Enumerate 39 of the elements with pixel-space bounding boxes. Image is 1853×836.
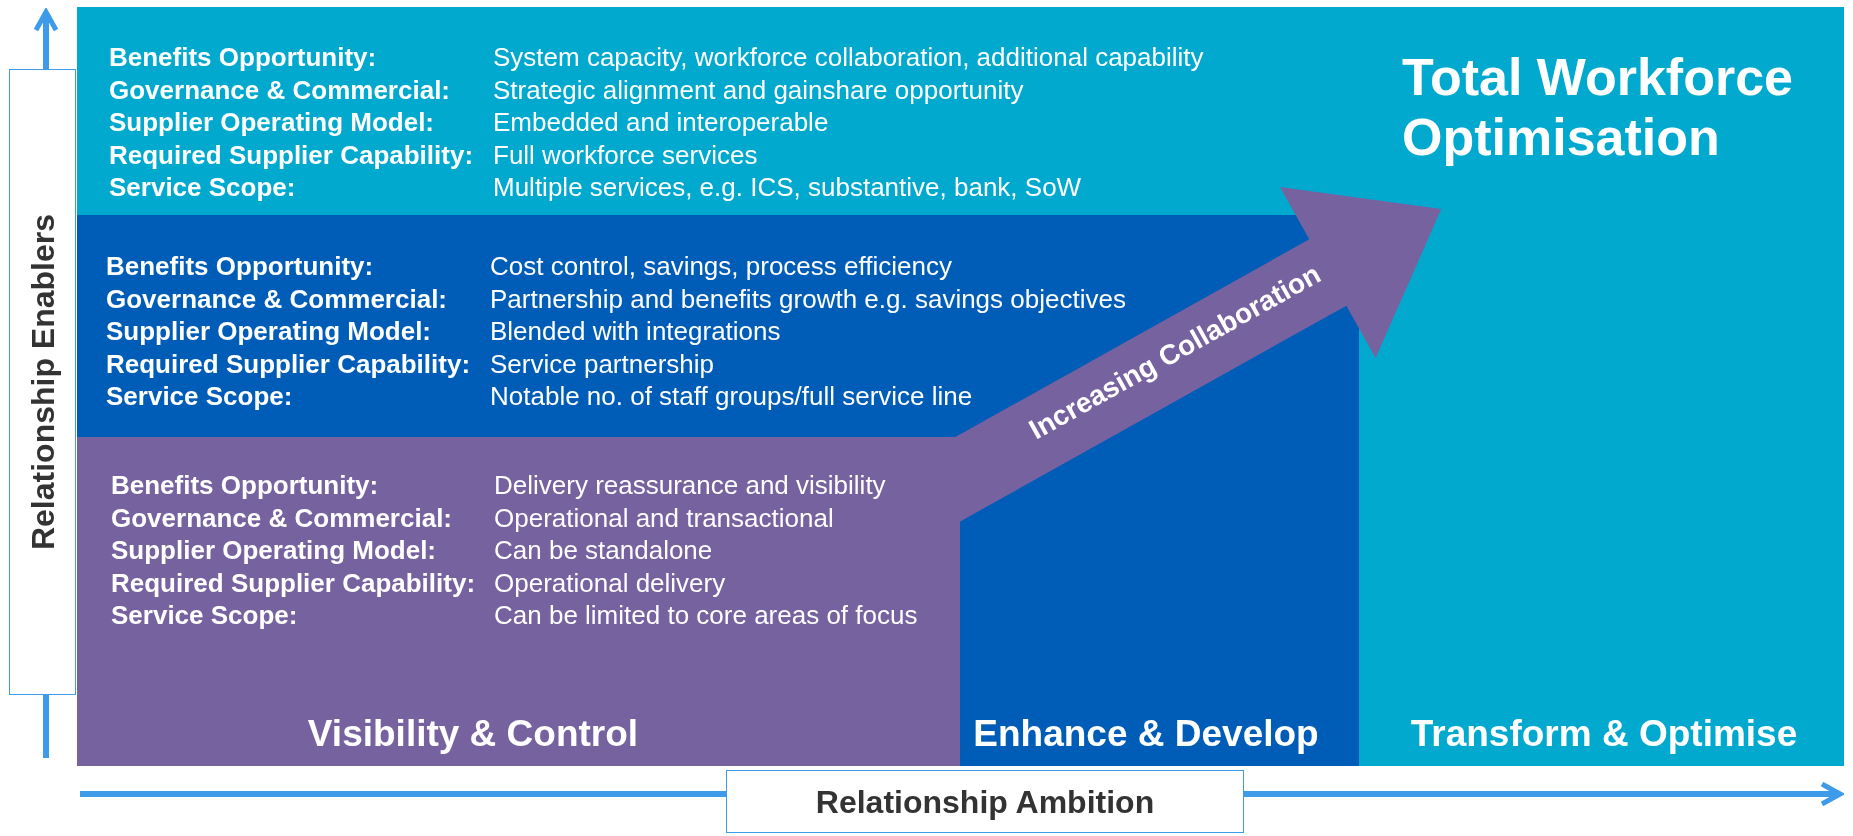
row-label: Service Scope:: [111, 600, 298, 630]
row-value: Operational and transactional: [494, 502, 834, 533]
row-label: Governance & Commercial:: [109, 74, 450, 105]
row-label: Benefits Opportunity:: [111, 470, 379, 500]
row-value: Multiple services, e.g. ICS, substantive, bank, SoW: [493, 172, 1082, 202]
row-label: Required Supplier Capability:: [111, 567, 476, 598]
row-label: Service Scope:: [109, 172, 296, 202]
row-value: Blended with integrations: [490, 316, 781, 346]
row-value: Strategic alignment and gainshare opportunity: [493, 74, 1024, 105]
heading: Total Workforce Optimisation: [1402, 47, 1794, 167]
row-value: Embedded and interoperable: [493, 107, 829, 137]
zone-title: Visibility & Control: [307, 713, 639, 755]
row-value: Delivery reassurance and visibility: [494, 470, 886, 500]
row-label: Governance & Commercial:: [106, 283, 447, 314]
row-value: Cost control, savings, process efficiency: [490, 251, 952, 281]
row-label: Benefits Opportunity:: [109, 42, 377, 72]
row-value: Can be standalone: [494, 535, 713, 565]
row-value: Operational delivery: [494, 567, 726, 598]
row-label: Supplier Operating Model:: [106, 316, 431, 346]
row-label: Benefits Opportunity:: [106, 251, 374, 281]
row-value: System capacity, workforce collaboration, additional capability: [493, 42, 1204, 72]
zone-title: Transform & Optimise: [1410, 713, 1798, 755]
row-label: Service Scope:: [106, 381, 293, 411]
row-label: Supplier Operating Model:: [109, 107, 434, 137]
row-label: Required Supplier Capability:: [106, 348, 471, 379]
zone-panel: [77, 7, 1844, 766]
row-label: Required Supplier Capability:: [109, 139, 474, 170]
row-label: Governance & Commercial:: [111, 502, 452, 533]
axis-label: Relationship Enablers: [24, 213, 61, 551]
zone-panel: [77, 437, 960, 766]
row-value: Full workforce services: [493, 139, 758, 170]
zone-title: Enhance & Develop: [973, 713, 1319, 755]
row-value: Notable no. of staff groups/full service line: [490, 381, 973, 411]
row-value: Partnership and benefits growth e.g. savings objectives: [490, 283, 1126, 314]
zone-panel: [77, 215, 1359, 766]
row-label: Supplier Operating Model:: [111, 535, 436, 565]
axis-label: Relationship Ambition: [815, 783, 1155, 820]
row-value: Service partnership: [490, 348, 714, 379]
row-value: Can be limited to core areas of focus: [494, 600, 918, 630]
